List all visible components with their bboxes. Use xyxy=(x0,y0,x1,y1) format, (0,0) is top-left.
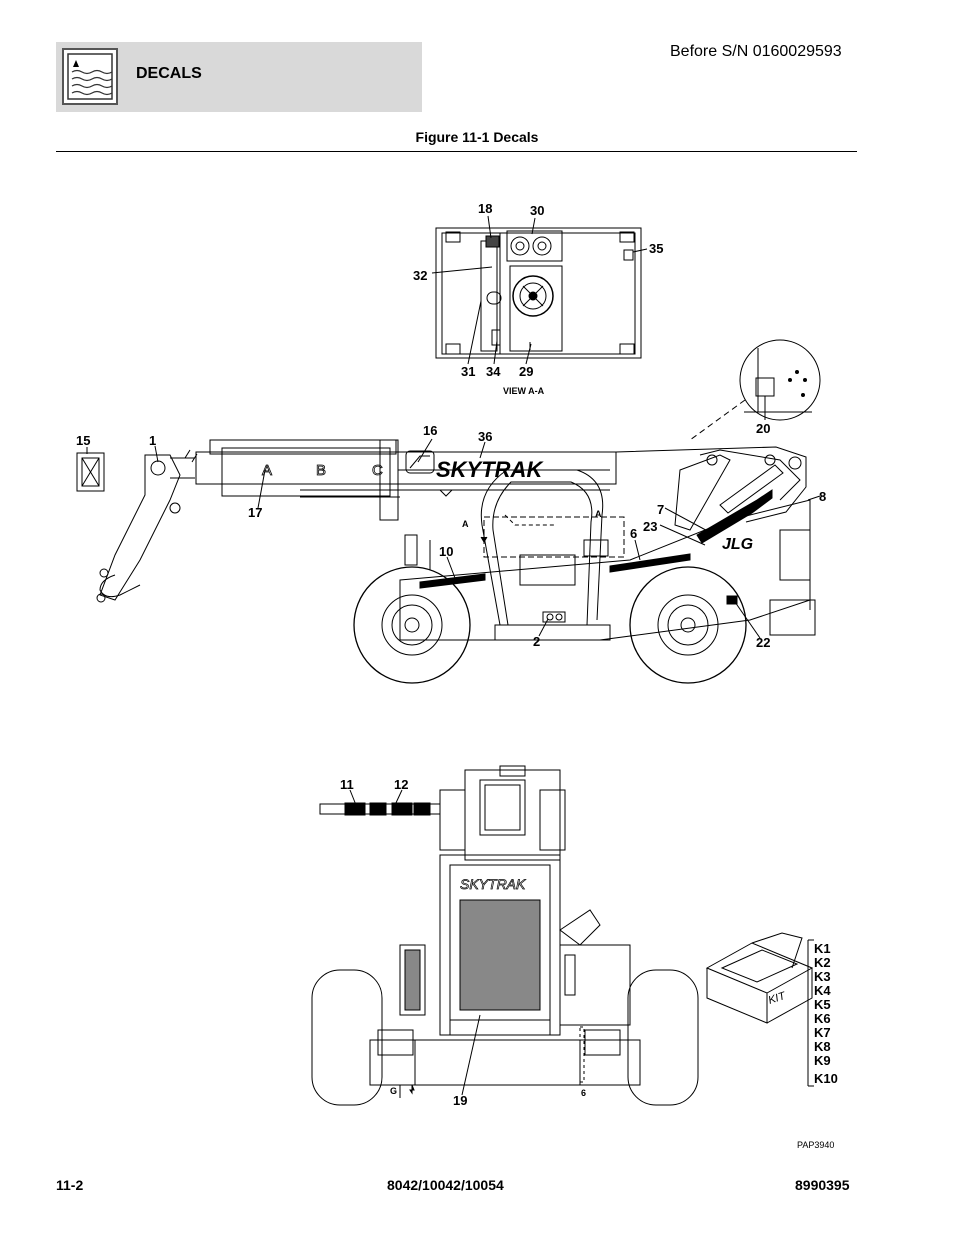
callout-17: 17 xyxy=(248,505,262,520)
callout-7: 7 xyxy=(657,502,664,517)
kit-k9: K9 xyxy=(814,1053,831,1068)
callout-36: 36 xyxy=(478,429,492,444)
callout-8: 8 xyxy=(819,489,826,504)
kit-box xyxy=(705,932,814,1087)
callout-6: 6 xyxy=(630,526,637,541)
callout-2: 2 xyxy=(533,634,540,649)
kit-k4: K4 xyxy=(814,983,831,998)
jlg-logo: JLG xyxy=(722,536,753,553)
callout-34: 34 xyxy=(486,364,501,379)
callout-16: 16 xyxy=(423,423,437,438)
callout-12: 12 xyxy=(394,777,408,792)
kit-k5: K5 xyxy=(814,997,831,1012)
callout-1: 1 xyxy=(149,433,156,448)
callout-29: 29 xyxy=(519,364,533,379)
kit-k3: K3 xyxy=(814,969,831,984)
decals-section-icon xyxy=(62,48,118,105)
skytrak-front-logo: SKYTRAK xyxy=(460,876,526,892)
section-title: DECALS xyxy=(136,65,202,82)
callout-30: 30 xyxy=(530,203,544,218)
callout-6-front: 6 xyxy=(581,1088,586,1098)
callout-22: 22 xyxy=(756,635,770,650)
callout-15: 15 xyxy=(76,433,90,448)
callout-32: 32 xyxy=(413,268,427,283)
callout-18: 18 xyxy=(478,201,492,216)
skytrak-side-logo: SKYTRAK xyxy=(436,457,544,482)
view-a-a-label: VIEW A-A xyxy=(503,386,545,396)
view-a-a-panel xyxy=(435,227,642,359)
callout-23: 23 xyxy=(643,519,657,534)
callout-35: 35 xyxy=(649,241,663,256)
side-view-machine xyxy=(76,439,816,684)
kit-k7: K7 xyxy=(814,1025,831,1040)
detail-circle-20 xyxy=(689,339,821,441)
pap-code: PAP3940 xyxy=(797,1140,834,1150)
kit-k8: K8 xyxy=(814,1039,831,1054)
section-mark-a-left: A xyxy=(462,519,469,529)
callout-19: 19 xyxy=(453,1093,467,1108)
figure-title: Figure 11-1 Decals xyxy=(415,129,539,145)
front-mark-g: G xyxy=(390,1086,397,1096)
serial-range: Before S/N 0160029593 xyxy=(670,43,842,60)
kit-k6: K6 xyxy=(814,1011,831,1026)
section-mark-a-right: A xyxy=(595,509,602,519)
kit-k10: K10 xyxy=(814,1071,838,1086)
callout-20: 20 xyxy=(756,421,770,436)
page-number: 11-2 xyxy=(56,1177,84,1193)
boom-letter-c: C xyxy=(372,462,383,479)
model-numbers: 8042/10042/10054 xyxy=(387,1177,504,1193)
kit-k2: K2 xyxy=(814,955,831,970)
boom-letter-a: A xyxy=(262,462,272,479)
callout-31: 31 xyxy=(461,364,475,379)
front-view-machine xyxy=(311,765,699,1106)
callout-10: 10 xyxy=(439,544,453,559)
callout-11: 11 xyxy=(340,777,354,792)
header-divider xyxy=(56,151,857,152)
kit-k1: K1 xyxy=(814,941,831,956)
boom-letter-b: B xyxy=(316,462,326,479)
kit-box-label: KIT xyxy=(767,990,788,1007)
manual-part-number: 8990395 xyxy=(795,1177,850,1193)
